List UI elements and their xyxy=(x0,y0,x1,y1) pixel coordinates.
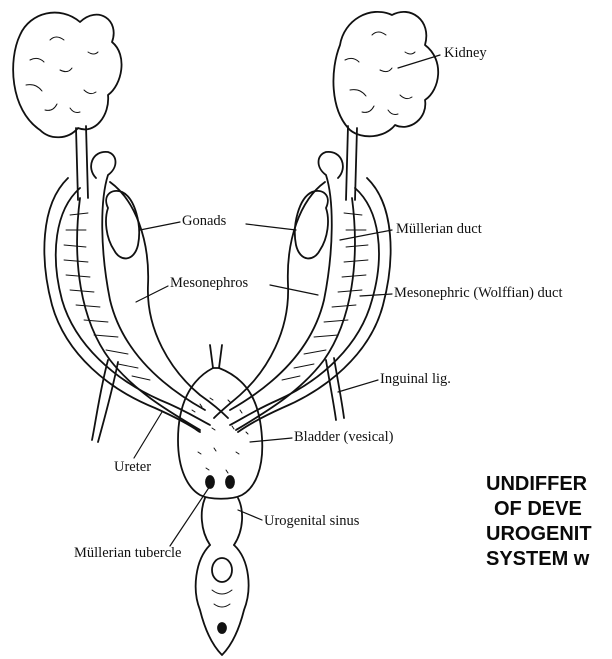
caption-line-3: UROGENIT xyxy=(486,522,592,547)
leader-mullerian-duct xyxy=(340,230,392,240)
label-urogenital-sinus: Urogenital sinus xyxy=(264,514,359,529)
right-gonad xyxy=(295,191,328,259)
sinus-detail xyxy=(212,590,232,607)
sinus-dot xyxy=(218,623,226,633)
left-kidney xyxy=(13,13,121,138)
left-kidney-texture xyxy=(26,37,98,113)
label-gonads: Gonads xyxy=(182,214,226,229)
right-kidney-texture xyxy=(345,32,415,115)
leader-mesonephric-duct xyxy=(360,294,392,296)
caption: UNDIFFER OF DEVE UROGENIT SYSTEM w xyxy=(486,472,592,572)
leader-mullerian-tubercle xyxy=(170,486,210,546)
bladder-top-stalk xyxy=(210,345,222,368)
leader-ureter xyxy=(134,412,162,458)
leader-kidney xyxy=(398,55,440,68)
mullerian-tubercle-right xyxy=(226,476,234,488)
leader-gonads-left xyxy=(140,222,180,230)
leader-inguinal xyxy=(338,380,378,392)
label-ureter: Ureter xyxy=(114,460,151,475)
right-mesonephros-outer xyxy=(238,178,391,432)
right-kidney xyxy=(333,12,438,136)
sinus-inner xyxy=(212,558,232,582)
label-mullerian-tubercle: Müllerian tubercle xyxy=(74,546,182,561)
sinus-lower xyxy=(196,545,249,655)
label-inguinal-lig: Inguinal lig. xyxy=(380,372,451,387)
label-mesonephric-duct: Mesonephric (Wolffian) duct xyxy=(394,286,563,301)
left-mesonephros-outer xyxy=(44,178,200,432)
bladder-stipple xyxy=(192,398,248,473)
bladder xyxy=(178,368,262,499)
caption-line-1: UNDIFFER xyxy=(486,472,592,497)
label-mullerian-duct: Müllerian duct xyxy=(396,222,482,237)
label-bladder: Bladder (vesical) xyxy=(294,430,393,445)
leader-gonads-right xyxy=(246,224,296,230)
leader-bladder xyxy=(250,438,292,442)
caption-line-2: OF DEVE xyxy=(486,497,592,522)
label-mesonephros: Mesonephros xyxy=(170,276,248,291)
leader-mesonephros-right xyxy=(270,285,318,295)
urogenital-sinus xyxy=(202,498,242,545)
caption-line-4: SYSTEM w xyxy=(486,547,592,572)
label-kidney: Kidney xyxy=(444,46,487,61)
left-gonad xyxy=(106,191,139,259)
leader-mesonephros-left xyxy=(136,286,168,302)
